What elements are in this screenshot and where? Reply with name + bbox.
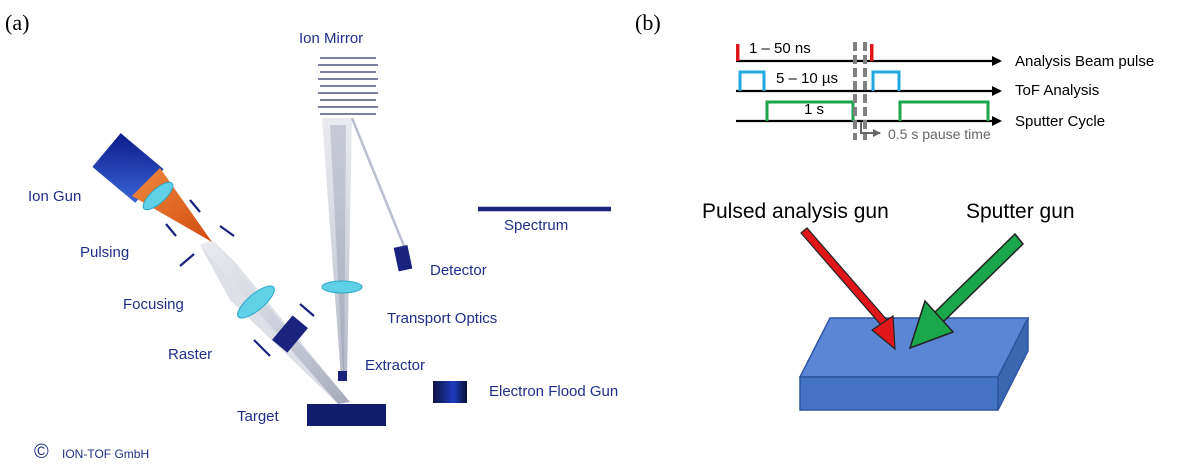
analysis-beam-pulse-label: Analysis Beam pulse: [1015, 53, 1155, 70]
tof-pulse-1: [738, 70, 766, 91]
copyright-label: ION-TOF GmbH: [62, 447, 150, 461]
sample-top-face: [798, 317, 1030, 378]
detector-label: Detector: [430, 262, 487, 279]
sample-side-face: [997, 317, 1029, 411]
panel-a-label: (a): [5, 10, 30, 35]
ion-mirror-label: Ion Mirror: [299, 30, 364, 47]
raster-label: Raster: [168, 346, 213, 363]
electron-flood-gun-label: Electron Flood Gun: [489, 383, 619, 400]
sample-front-face: [799, 376, 999, 411]
tof-analysis-label: ToF Analysis: [1015, 82, 1100, 99]
focusing-lens: [237, 285, 275, 319]
gun-lens: [142, 181, 174, 211]
raster-unit: [272, 315, 308, 353]
primary-ion-beam: [200, 240, 350, 404]
spectrum-label: Spectrum: [504, 217, 569, 234]
pulsing-plate: [219, 225, 235, 237]
pulse-width-label: 1 – 50 ns: [749, 40, 811, 57]
detector: [393, 245, 413, 272]
analysis-pulse-2: [870, 44, 874, 61]
tof-pulse-2: [871, 70, 901, 91]
pause-time-label: 0.5 s pause time: [888, 126, 991, 142]
secondary-ion-beam: [322, 118, 352, 378]
copyright-icon: ©: [34, 441, 49, 463]
focusing-label: Focusing: [123, 296, 184, 313]
extractor-electrode: [338, 371, 347, 381]
extractor-label: Extractor: [365, 357, 426, 374]
electron-flood-gun: [433, 381, 467, 403]
sputter-gun-label: Sputter gun: [966, 200, 1075, 223]
target-block: [307, 404, 386, 426]
sputter-time-label: 1 s: [804, 101, 825, 118]
ion-gun-beam: [132, 168, 212, 242]
analysis-pulse-1: [736, 44, 740, 61]
tof-time-label: 5 – 10 µs: [776, 70, 839, 87]
ion-mirror-plates: [318, 57, 378, 115]
sputter-cycle-label: Sputter Cycle: [1015, 113, 1106, 130]
panel-b-label: (b): [635, 10, 661, 35]
ion-gun-label: Ion Gun: [28, 188, 82, 205]
pulsed-analysis-gun-label: Pulsed analysis gun: [702, 200, 889, 223]
transport-optics-lens: [321, 280, 363, 294]
reflected-beam: [350, 117, 406, 247]
sputter-pulse-2: [898, 100, 990, 121]
target-label: Target: [237, 408, 279, 425]
transport-optics-label: Transport Optics: [387, 310, 498, 327]
pause-arrow: [860, 122, 881, 137]
sputter-gun-arrow: [908, 232, 1025, 350]
pulsed-gun-arrow: [800, 227, 896, 351]
pulsing-label: Pulsing: [80, 244, 130, 261]
